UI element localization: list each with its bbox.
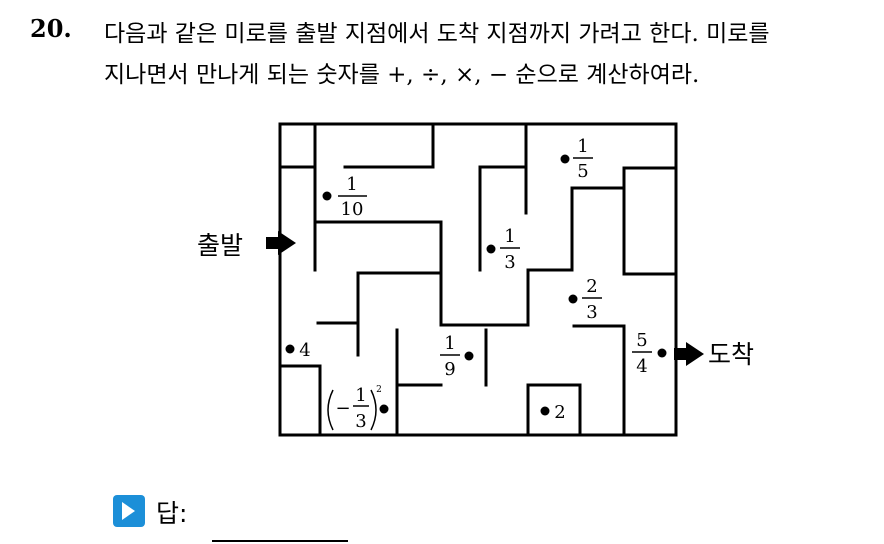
- number-1-10: 1 10: [322, 174, 367, 220]
- svg-text:4: 4: [636, 356, 647, 377]
- svg-text:5: 5: [577, 161, 588, 182]
- number-4: 4: [285, 340, 311, 361]
- svg-text:1: 1: [355, 385, 366, 406]
- svg-text:4: 4: [299, 340, 310, 361]
- svg-text:3: 3: [355, 411, 366, 432]
- svg-text:1: 1: [504, 226, 515, 247]
- svg-text:9: 9: [444, 359, 455, 380]
- svg-text:1: 1: [444, 333, 455, 354]
- question-number: 20.: [30, 14, 72, 43]
- answer-blank[interactable]: [212, 540, 348, 542]
- start-label: 출발: [197, 231, 243, 260]
- svg-text:1: 1: [346, 174, 357, 195]
- svg-text:2: 2: [586, 276, 597, 297]
- number-1-9: 1 9: [440, 333, 474, 380]
- svg-text:−: −: [335, 398, 350, 419]
- maze-walls: [278, 122, 678, 437]
- end-label: 도착: [708, 340, 754, 369]
- start-arrow-icon: [266, 231, 296, 255]
- svg-text:1: 1: [577, 136, 588, 157]
- svg-text:2: 2: [554, 402, 565, 423]
- question-text-line2: 지나면서 만나게 되는 숫자를 +, ÷, ×, − 순으로 계산하여라.: [104, 62, 700, 88]
- question-text-line1: 다음과 같은 미로를 출발 지점에서 도착 지점까지 가려고 한다. 미로를: [104, 21, 770, 47]
- answer-label: 답:: [156, 499, 188, 528]
- end-arrow-icon: [674, 342, 704, 366]
- number-neg-one-third-squared: − 1 3 2: [327, 385, 389, 432]
- svg-text:2: 2: [376, 385, 382, 395]
- svg-text:3: 3: [504, 252, 515, 273]
- svg-text:5: 5: [636, 330, 647, 351]
- svg-text:10: 10: [341, 199, 364, 220]
- number-2: 2: [540, 402, 566, 423]
- svg-text:3: 3: [586, 302, 597, 323]
- number-1-3: 1 3: [486, 226, 520, 273]
- number-2-3: 2 3: [568, 276, 602, 323]
- number-5-4: 5 4: [632, 330, 667, 377]
- number-1-5: 1 5: [560, 136, 593, 182]
- answer-arrow-icon: [113, 495, 145, 527]
